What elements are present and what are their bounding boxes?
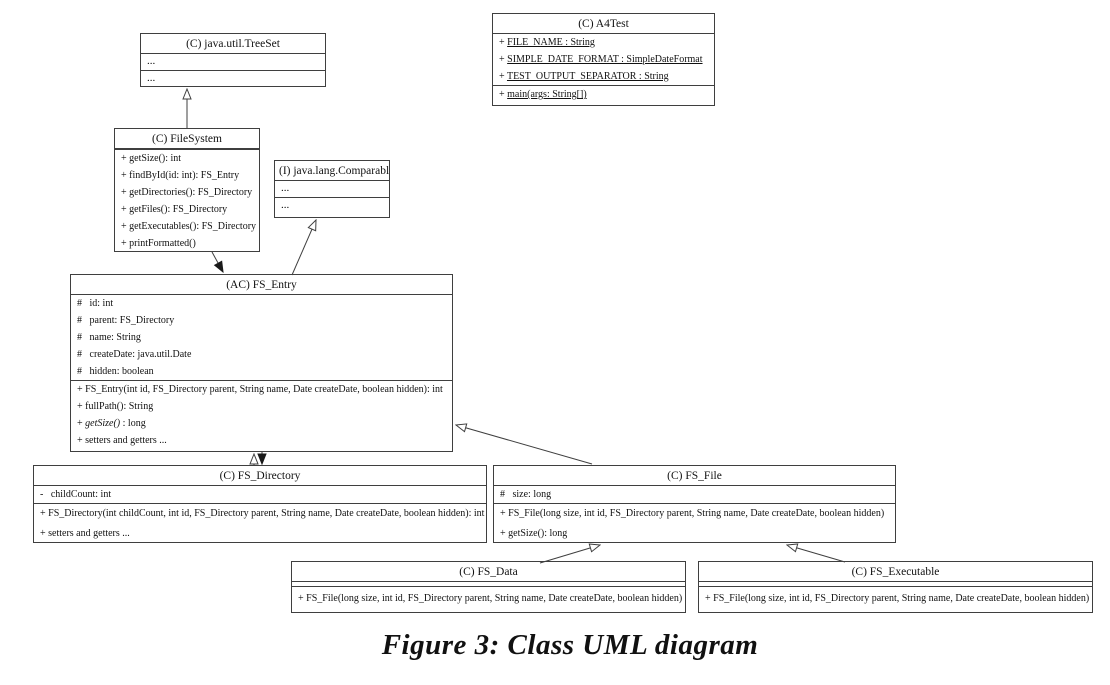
method: + findById(id: int): FS_Entry bbox=[121, 170, 240, 181]
attributes-compartment: # id: int # parent: FS_Directory # name:… bbox=[71, 295, 452, 381]
class-title: (C) A4Test bbox=[493, 14, 714, 34]
attributes-compartment: + FILE_NAME : String + SIMPLE_DATE_FORMA… bbox=[493, 34, 714, 86]
attributes-compartment: ... bbox=[275, 181, 389, 198]
class-box-filesystem: (C) FileSystem + getSize(): int + findBy… bbox=[114, 128, 260, 252]
method: + FS_File(long size, int id, FS_Director… bbox=[705, 593, 1090, 604]
class-box-a4test: (C) A4Test + FILE_NAME : String + SIMPLE… bbox=[492, 13, 715, 106]
method: + fullPath(): String bbox=[77, 401, 154, 412]
generalization-fs-executable-to-fs-file bbox=[787, 545, 846, 563]
empty-attributes-compartment bbox=[115, 149, 259, 150]
class-title: (C) FS_Executable bbox=[699, 562, 1092, 582]
attribute-placeholder: ... bbox=[281, 182, 290, 194]
method: + setters and getters ... bbox=[40, 528, 130, 539]
attributes-compartment: ... bbox=[141, 54, 325, 71]
attribute: # id: int bbox=[77, 298, 114, 309]
methods-compartment: + FS_File(long size, int id, FS_Director… bbox=[699, 587, 1092, 612]
method: + getExecutables(): FS_Directory bbox=[121, 221, 257, 232]
generalization-fs-entry-to-comparable bbox=[291, 220, 316, 276]
attributes-compartment: # size: long bbox=[494, 486, 895, 504]
attribute: + FILE_NAME : String bbox=[499, 37, 595, 48]
methods-compartment: ... bbox=[275, 198, 389, 217]
attribute: - childCount: int bbox=[40, 489, 112, 500]
attribute: # name: String bbox=[77, 332, 141, 343]
class-box-treeset: (C) java.util.TreeSet ... ... bbox=[140, 33, 326, 87]
class-title: (C) FS_Directory bbox=[34, 466, 486, 486]
method: + FS_Directory(int childCount, int id, F… bbox=[40, 508, 485, 519]
class-title: (C) FS_File bbox=[494, 466, 895, 486]
attribute: # hidden: boolean bbox=[77, 366, 154, 377]
method: + getSize(): long bbox=[500, 528, 568, 539]
class-box-fs-directory: (C) FS_Directory - childCount: int + FS_… bbox=[33, 465, 487, 543]
generalization-fs-file-to-fs-entry bbox=[456, 425, 593, 465]
method: + getDirectories(): FS_Directory bbox=[121, 187, 253, 198]
interface-title: (I) java.lang.Comparable bbox=[275, 161, 389, 181]
empty-attributes-compartment bbox=[292, 582, 685, 587]
method: + getSize(): int bbox=[121, 153, 182, 164]
methods-compartment: ... bbox=[141, 71, 325, 86]
class-title: (AC) FS_Entry bbox=[71, 275, 452, 295]
attribute: + TEST_OUTPUT_SEPARATOR : String bbox=[499, 71, 669, 82]
method: + FS_File(long size, int id, FS_Director… bbox=[298, 593, 683, 604]
method: + main(args: String[]) bbox=[499, 89, 587, 100]
class-box-fs-data: (C) FS_Data + FS_File(long size, int id,… bbox=[291, 561, 686, 613]
methods-compartment: + FS_File(long size, int id, FS_Director… bbox=[292, 587, 685, 612]
methods-compartment: + FS_Entry(int id, FS_Directory parent, … bbox=[71, 381, 452, 451]
method: + FS_File(long size, int id, FS_Director… bbox=[500, 508, 885, 519]
attribute: # parent: FS_Directory bbox=[77, 315, 175, 326]
method: + printFormatted() bbox=[121, 238, 196, 249]
class-title: (C) java.util.TreeSet bbox=[141, 34, 325, 54]
method: + getFiles(): FS_Directory bbox=[121, 204, 228, 215]
interface-box-comparable: (I) java.lang.Comparable ... ... bbox=[274, 160, 390, 218]
methods-compartment: + FS_File(long size, int id, FS_Director… bbox=[494, 504, 895, 542]
class-title: (C) FS_Data bbox=[292, 562, 685, 582]
class-title: (C) FileSystem bbox=[115, 129, 259, 149]
class-box-fs-entry: (AC) FS_Entry # id: int # parent: FS_Dir… bbox=[70, 274, 453, 452]
methods-compartment: + main(args: String[]) bbox=[493, 86, 714, 105]
figure-caption: Figure 3: Class UML diagram bbox=[381, 629, 759, 661]
method: + FS_Entry(int id, FS_Directory parent, … bbox=[77, 384, 443, 395]
methods-compartment: + getSize(): int + findById(id: int): FS… bbox=[115, 150, 259, 251]
association-filesystem-to-fs-entry bbox=[211, 251, 223, 272]
attribute: # createDate: java.util.Date bbox=[77, 349, 192, 360]
class-box-fs-executable: (C) FS_Executable + FS_File(long size, i… bbox=[698, 561, 1093, 613]
attributes-compartment: - childCount: int bbox=[34, 486, 486, 504]
empty-attributes-compartment bbox=[699, 582, 1092, 587]
method-placeholder: ... bbox=[147, 72, 156, 84]
method-abstract: + getSize() : long bbox=[77, 418, 146, 429]
method-placeholder: ... bbox=[281, 199, 290, 211]
attribute-placeholder: ... bbox=[147, 55, 156, 67]
attribute: + SIMPLE_DATE_FORMAT : SimpleDateFormat bbox=[499, 54, 703, 65]
methods-compartment: + FS_Directory(int childCount, int id, F… bbox=[34, 504, 486, 542]
class-box-fs-file: (C) FS_File # size: long + FS_File(long … bbox=[493, 465, 896, 543]
attribute: # size: long bbox=[500, 489, 552, 500]
method: + setters and getters ... bbox=[77, 435, 167, 446]
